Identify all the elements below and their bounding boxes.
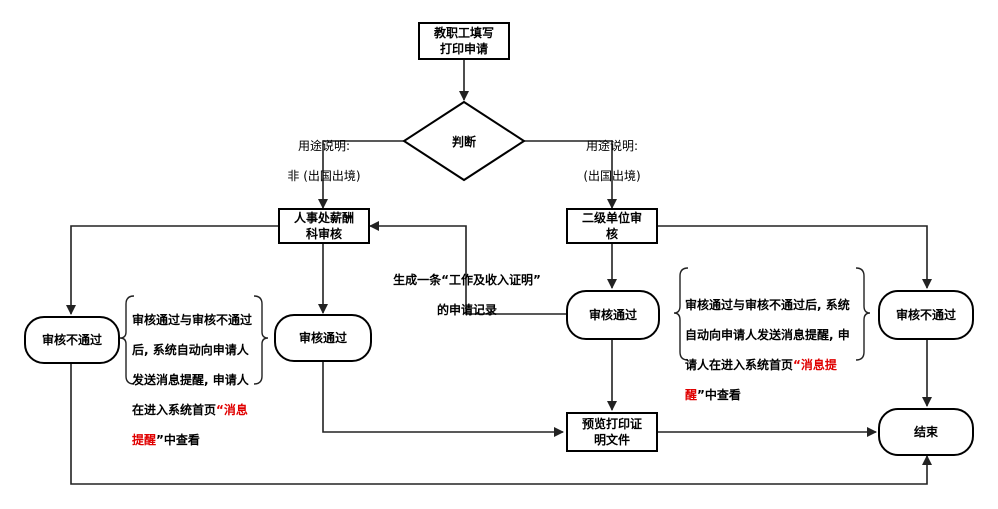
note-left-line4a: 在进入系统首页 — [132, 403, 217, 417]
note-left-red-open: “消息 — [216, 403, 248, 417]
left-branch-label: 用途说明: 非 (出国出境) — [272, 124, 376, 199]
reject-right-node: 审核不通过 — [878, 290, 974, 340]
left-branch-label-line1: 用途说明: — [297, 139, 351, 153]
approve-right-node: 审核通过 — [566, 290, 660, 340]
hr-review-node: 人事处薪酬科审核 — [278, 208, 370, 244]
note-right-line4b: ”中查看 — [697, 388, 741, 402]
start-node: 教职工填写打印申请 — [418, 22, 510, 60]
right-branch-label-line2: (出国出境) — [583, 169, 641, 183]
note-left-line5b: ”中查看 — [156, 433, 200, 447]
dept-review-node: 二级单位审核 — [566, 208, 658, 244]
generate-record-line2: 的申请记录 — [436, 303, 497, 317]
note-right-line2: 自动向申请人发送消息提醒, 申 — [685, 328, 850, 342]
note-left-line1: 审核通过与审核不通过 — [132, 313, 253, 327]
note-left-line3: 发送消息提醒, 申请人 — [132, 373, 249, 387]
note-right-line3a: 请人在进入系统首页 — [685, 358, 794, 372]
dept-review-line1: 二级单位审 — [581, 211, 642, 225]
hr-review-line2: 科审核 — [305, 227, 342, 241]
hr-review-line1: 人事处薪酬 — [293, 211, 354, 225]
generate-record-line1: 生成一条“工作及收入证明” — [393, 273, 541, 287]
note-left: 审核通过与审核不通过 后, 系统自动向申请人 发送消息提醒, 申请人 在进入系统… — [132, 298, 258, 463]
decision-label: 判断 — [451, 134, 476, 149]
start-node-line1: 教职工填写 — [433, 26, 494, 40]
dept-review-line2: 核 — [605, 227, 618, 241]
generate-record-annotation: 生成一条“工作及收入证明” 的申请记录 — [378, 258, 556, 333]
note-right: 审核通过与审核不通过后, 系统 自动向申请人发送消息提醒, 申 请人在进入系统首… — [685, 283, 861, 418]
note-right-red-open: “消息提 — [793, 358, 837, 372]
decision-diamond — [402, 100, 526, 182]
note-right-line1: 审核通过与审核不通过后, 系统 — [685, 298, 850, 312]
right-branch-label-line1: 用途说明: — [585, 139, 639, 153]
print-doc-node: 预览打印证明文件 — [566, 412, 658, 452]
print-doc-line2: 明文件 — [593, 433, 630, 447]
reject-left-node: 审核不通过 — [24, 316, 120, 364]
approve-left-node: 审核通过 — [274, 314, 372, 362]
print-doc-line1: 预览打印证 — [581, 417, 642, 431]
left-branch-label-line2: 非 (出国出境) — [287, 169, 361, 183]
note-left-red-close: 提醒 — [132, 433, 157, 447]
right-branch-label: 用途说明: (出国出境) — [560, 124, 664, 199]
note-left-line2: 后, 系统自动向申请人 — [132, 343, 249, 357]
note-right-red-close: 醒 — [685, 388, 698, 402]
end-node: 结束 — [878, 408, 974, 456]
start-node-line2: 打印申请 — [439, 42, 488, 56]
